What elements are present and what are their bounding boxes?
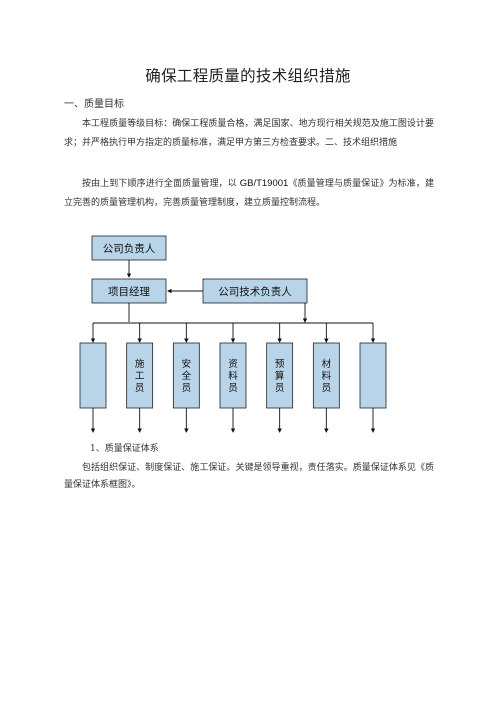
staff-label-char: 资 bbox=[228, 359, 238, 370]
staff-label-char: 施 bbox=[135, 358, 145, 370]
company-head-box bbox=[91, 235, 167, 261]
paragraph-tech-measures: 按由上到下顺序进行全面质量管理，以 GB/T19001《质量管理与质量保证》为标… bbox=[64, 174, 434, 213]
staff-box-6 bbox=[359, 342, 387, 409]
staff-label-char: 工 bbox=[135, 371, 145, 382]
staff-box-5 bbox=[312, 342, 340, 409]
staff-box-3 bbox=[219, 342, 247, 409]
staff-label-char: 料 bbox=[322, 370, 332, 382]
staff-label-char: 员 bbox=[275, 383, 285, 394]
staff-label-char: 员 bbox=[322, 383, 332, 394]
paragraph-text-post: 《质量管理与质量保证》为标准，建立完善的质量管理机构，完善质量管理制度，建立质量… bbox=[64, 179, 434, 208]
staff-label-char: 全 bbox=[182, 370, 192, 382]
staff-label-char: 员 bbox=[228, 383, 238, 394]
paragraph-text-pre: 按由上到下顺序进行全面质量管理，以 bbox=[82, 179, 237, 189]
standard-code: GB/T19001 bbox=[239, 178, 289, 189]
staff-label-char: 安 bbox=[182, 358, 192, 370]
staff-label-char: 预 bbox=[275, 359, 285, 370]
staff-box-1 bbox=[126, 342, 154, 409]
company-head-label: 公司负责人 bbox=[103, 242, 156, 255]
tech-head-label: 公司技术负责人 bbox=[218, 285, 292, 298]
staff-box-0 bbox=[79, 342, 107, 409]
staff-label-char: 算 bbox=[275, 370, 285, 382]
document-title: 确保工程质量的技术组织措施 bbox=[145, 67, 351, 85]
project-manager-label: 项目经理 bbox=[108, 285, 150, 298]
staff-box-4 bbox=[266, 342, 294, 409]
paragraph-quality-goal: 本工程质量等级目标：确保工程质量合格，满足国家、地方现行相关规范及施工图设计要求… bbox=[64, 119, 434, 148]
staff-label-char: 料 bbox=[228, 370, 238, 382]
staff-label-char: 材 bbox=[322, 358, 332, 370]
tech-head-box bbox=[202, 278, 308, 304]
section-heading-quality-goal: 一、质量目标 bbox=[64, 99, 124, 110]
staff-label-char: 员 bbox=[135, 383, 145, 394]
paragraph-quality-system: 包括组织保证、制度保证、施工保证。关键是领导重视，责任落实。质量保证体系见《质量… bbox=[64, 463, 434, 490]
staff-box-2 bbox=[172, 342, 200, 409]
subsection-heading-quality-system: 1、质量保证体系 bbox=[90, 444, 159, 454]
staff-label-char: 员 bbox=[182, 383, 192, 394]
